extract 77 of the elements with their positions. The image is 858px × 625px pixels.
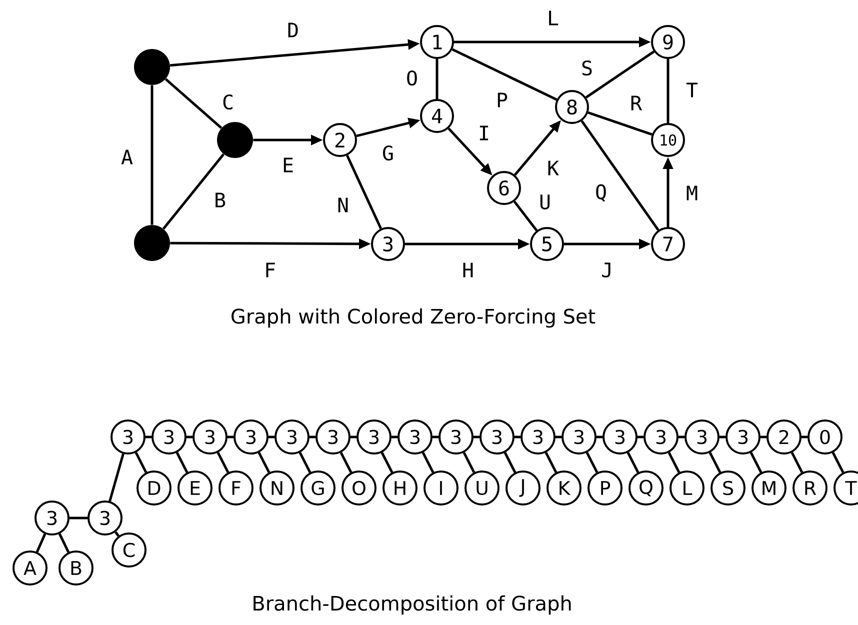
tree-edge (626, 452, 640, 473)
tree-edge (216, 452, 230, 473)
tree-edge (422, 452, 434, 473)
graph-edge (436, 59, 438, 99)
edge-label: G (383, 145, 393, 161)
tree-edge (750, 452, 762, 473)
tree-edge (114, 531, 120, 537)
tree-edge (504, 452, 516, 473)
graph-edge (580, 120, 660, 231)
tree-edge (474, 436, 480, 438)
edge-label: I (480, 126, 488, 140)
graph-edge (588, 111, 652, 136)
tree-edge (678, 436, 684, 438)
tree-edge (638, 436, 644, 438)
edge-label: R (631, 96, 642, 110)
edge-label: N (338, 198, 348, 212)
edge-label: O (407, 70, 417, 86)
edge-label: P (498, 92, 508, 108)
colored-vertex (217, 122, 253, 158)
tree-edge (258, 452, 270, 473)
edge-label: J (602, 262, 610, 278)
tree-edge (668, 452, 680, 473)
tree-edge (186, 436, 192, 438)
edge-label: D (288, 22, 298, 38)
tree-edge (802, 436, 808, 438)
graph-edge (162, 153, 225, 230)
tree-edge (596, 436, 602, 438)
graph-edge (150, 85, 154, 225)
tree-edge (36, 534, 46, 552)
figure-caption: Graph with Colored Zero-Forcing Set (232, 308, 596, 328)
tree-edge (544, 452, 558, 473)
colored-vertex (134, 225, 170, 261)
tree-edge (108, 454, 124, 502)
edge-label: E (284, 158, 293, 172)
edge-label: K (548, 160, 559, 176)
tree-edge (380, 452, 394, 473)
tree-edge (586, 452, 598, 473)
edge-label: C (223, 94, 232, 110)
edge-label: Q (596, 184, 606, 202)
edge-label: U (540, 194, 550, 210)
edge-label: H (463, 262, 473, 278)
tree-edge (392, 436, 398, 438)
tree-edge (310, 436, 316, 438)
tree-edge (462, 452, 476, 473)
tree-edge (432, 436, 438, 438)
edge-label: S (582, 60, 592, 76)
tree-edge (70, 516, 88, 520)
tree-edge (790, 452, 804, 473)
graph-edge (585, 50, 655, 98)
tree-edge (832, 452, 844, 473)
tree-edge (350, 436, 356, 438)
tree-edge (176, 452, 188, 473)
graph-edge (346, 154, 382, 230)
graph-edge (666, 59, 670, 123)
tree-edge (556, 436, 562, 438)
figure-caption: Branch-Decomposition of Graph (254, 595, 571, 615)
tree-edge (58, 533, 70, 553)
edge-label: A (121, 150, 133, 164)
tree-edge (228, 436, 234, 438)
graph-edge (513, 200, 538, 232)
tree-edge (340, 452, 352, 473)
colored-vertex (134, 49, 170, 85)
edge-label: F (266, 262, 275, 278)
tree-edge (146, 436, 152, 438)
edge-label: B (216, 192, 226, 208)
edge-label: T (686, 82, 698, 98)
edge-label: M (686, 186, 698, 200)
tree-edge (708, 452, 722, 473)
tree-edge (298, 452, 312, 473)
graph-edge (452, 48, 558, 101)
tree-edge (760, 436, 766, 438)
graph-edge (164, 78, 222, 129)
tree-edge (268, 436, 274, 438)
tree-edge (134, 452, 148, 473)
tree-edge (514, 436, 520, 438)
tree-edge (720, 436, 726, 438)
edge-label: L (549, 10, 558, 26)
